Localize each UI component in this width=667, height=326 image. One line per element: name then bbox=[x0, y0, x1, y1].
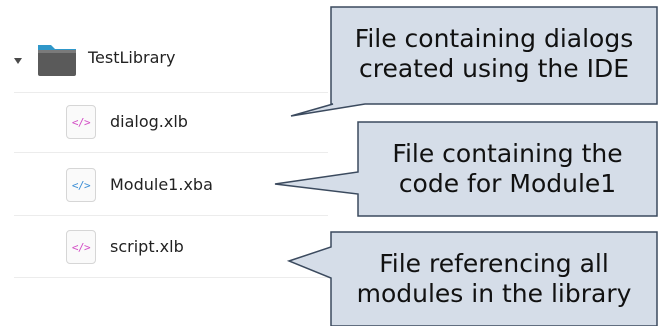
file-label: dialog.xlb bbox=[110, 112, 188, 131]
tree-node-label: TestLibrary bbox=[88, 48, 176, 67]
file-row-script-xlb[interactable]: </> script.xlb bbox=[14, 219, 328, 275]
file-label: script.xlb bbox=[110, 237, 184, 256]
callout-1-line-2: created using the IDE bbox=[358, 54, 630, 83]
file-row-dialog-xlb[interactable]: </> dialog.xlb bbox=[14, 94, 328, 150]
callout-2-line-2: code for Module1 bbox=[398, 169, 617, 198]
file-label: Module1.xba bbox=[110, 175, 213, 194]
folder-icon bbox=[38, 45, 76, 76]
callout-1-bubble bbox=[290, 6, 658, 117]
expand-arrow-icon[interactable] bbox=[14, 58, 22, 64]
callout-2-line-1: File containing the bbox=[392, 139, 623, 168]
callout-1-text: File containing dialogs created using th… bbox=[331, 24, 657, 84]
code-file-icon: </> bbox=[66, 168, 96, 202]
callout-3-text: File referencing all modules in the libr… bbox=[331, 249, 657, 309]
row-divider bbox=[14, 277, 328, 278]
callout-3-line-2: modules in the library bbox=[356, 279, 632, 308]
callout-3-line-1: File referencing all bbox=[379, 249, 609, 278]
row-divider bbox=[14, 92, 328, 93]
code-file-icon: </> bbox=[66, 230, 96, 264]
callout-3-bubble bbox=[286, 231, 658, 326]
callout-2-bubble bbox=[274, 121, 658, 217]
row-divider bbox=[14, 152, 328, 153]
file-row-module1-xba[interactable]: </> Module1.xba bbox=[14, 157, 328, 213]
callout-2-text: File containing the code for Module1 bbox=[358, 139, 657, 199]
callout-1-line-1: File containing dialogs bbox=[354, 24, 634, 53]
row-divider bbox=[14, 215, 328, 216]
code-file-icon: </> bbox=[66, 105, 96, 139]
